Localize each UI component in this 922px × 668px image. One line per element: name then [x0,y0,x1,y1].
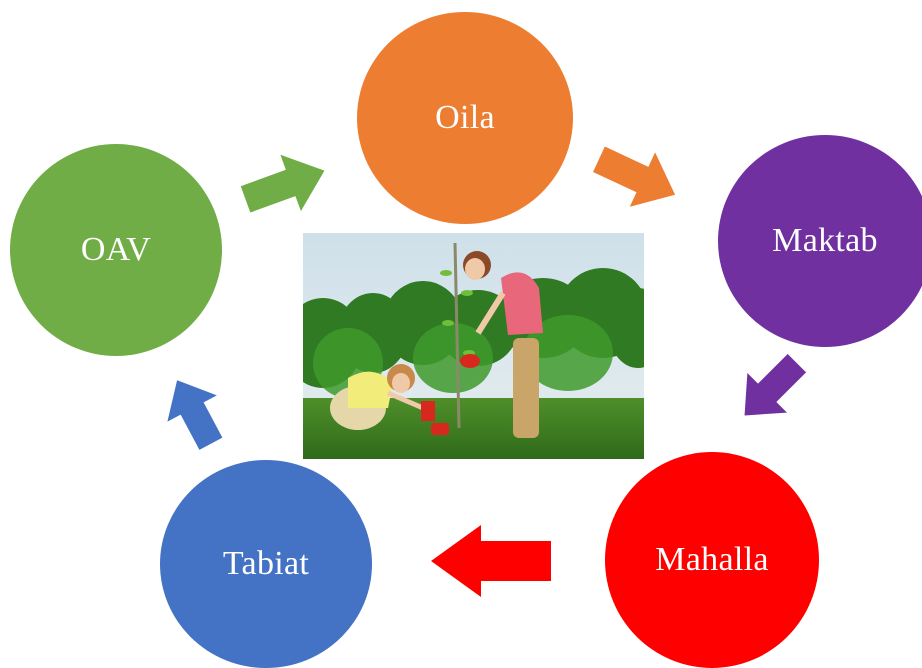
node-oila: Oila [357,12,573,224]
node-oav: OAV [10,144,222,356]
arrow-oila-to-maktab [593,146,676,207]
node-oav-label: OAV [80,231,152,268]
arrow-maktab-to-mahalla [744,353,807,416]
node-maktab-label: Maktab [772,222,878,259]
node-tabiat: Tabiat [160,460,372,668]
node-tabiat-label: Tabiat [222,545,310,582]
node-maktab: Maktab [718,135,922,347]
arrow-tabiat-to-oav [167,380,223,450]
children-planting-tree-image [303,233,644,459]
node-mahalla-label: Mahalla [655,541,769,578]
arrow-oav-to-oila [240,154,325,213]
node-mahalla: Mahalla [605,452,819,668]
center-photo [303,233,644,459]
node-oila-label: Oila [435,99,495,136]
arrow-mahalla-to-tabiat [431,525,551,597]
